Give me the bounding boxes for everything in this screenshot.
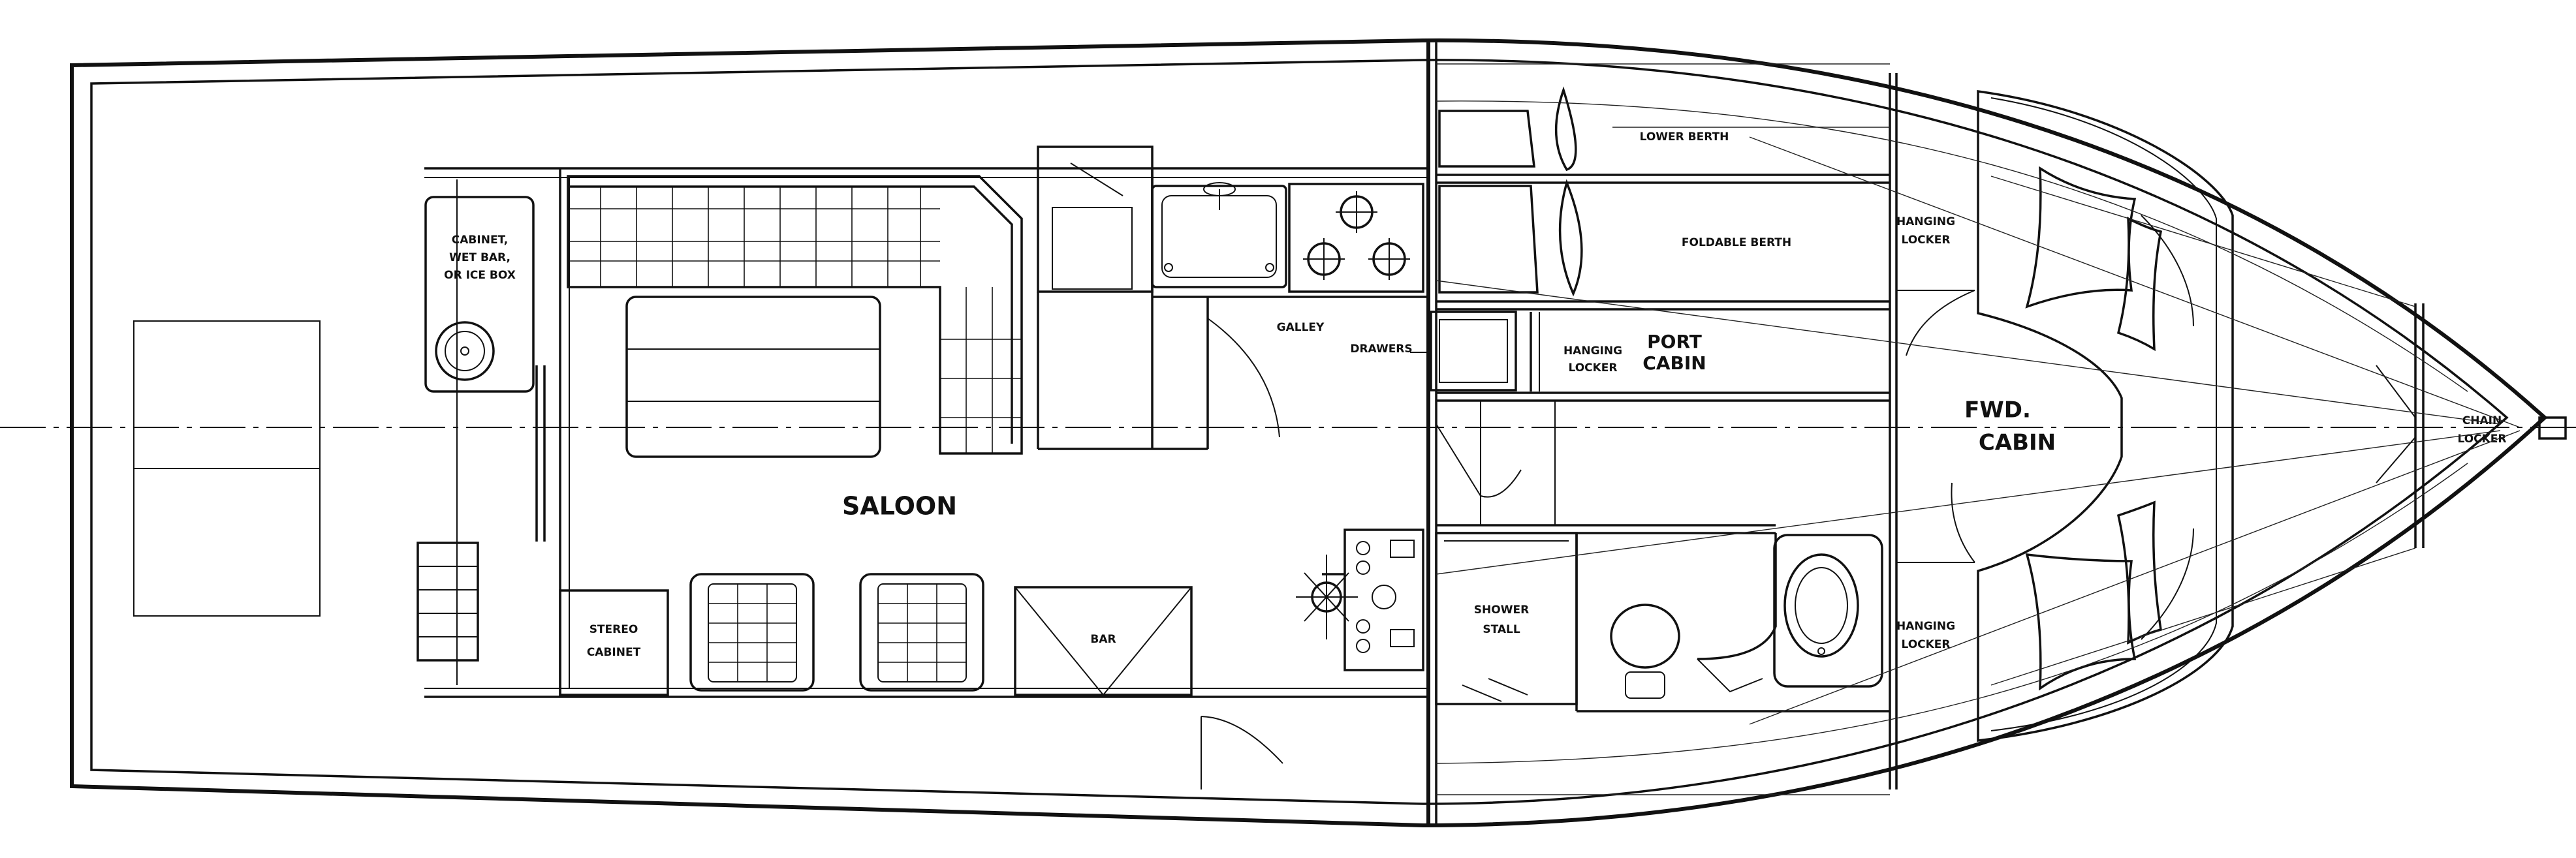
drawers-label: DRAWERS: [1350, 343, 1412, 356]
transom-hatch: [133, 320, 321, 617]
fwd-pillow-top-1: [2025, 166, 2137, 309]
chain-locker-label-1: CHAIN: [2462, 414, 2502, 427]
fwd-pillow-bottom-2: [2116, 500, 2162, 645]
settee-dinette: [567, 175, 1023, 458]
foldable-berth-label: FOLDABLE BERTH: [1682, 236, 1791, 249]
port-cabin-label-1: PORT: [1647, 331, 1702, 352]
cabinet-label-1: CABINET,: [452, 234, 508, 247]
lower-berth-label: LOWER BERTH: [1640, 130, 1729, 144]
hanging-locker-bottom-label-1: HANGING: [1896, 620, 1955, 633]
cabinet-wet-bar: CABINET, WET BAR, OR ICE BOX: [424, 196, 535, 393]
hanging-locker-port: [1530, 312, 1540, 391]
range-unit: [1322, 529, 1424, 671]
port-cabin-label-2: CABIN: [1642, 352, 1706, 374]
hanging-locker-port-label-2: LOCKER: [1568, 361, 1617, 375]
aft-steps: [416, 542, 479, 662]
hanging-locker-top: HANGING LOCKER: [1896, 215, 1955, 247]
head-compartment: [1575, 533, 1890, 712]
chain-locker: [2376, 365, 2567, 483]
saloon-label: SALOON: [842, 492, 957, 521]
aft-bulkhead-door: [424, 167, 1428, 698]
shower-label-1: SHOWER: [1474, 604, 1529, 617]
v-berth: [1977, 89, 2234, 742]
hanging-locker-bottom: HANGING LOCKER: [1896, 620, 1955, 651]
cabinet-label-2: WET BAR,: [449, 251, 510, 264]
hanging-locker-bottom-label-2: LOCKER: [1901, 638, 1950, 651]
fwd-cabin-doors: [1896, 290, 1975, 563]
fwd-pillow-top-2: [2116, 217, 2163, 352]
bar-label: BAR: [1090, 633, 1116, 646]
shower-stall: SHOWER STALL: [1435, 532, 1578, 705]
cabinet-label-3: OR ICE BOX: [444, 269, 516, 282]
lounge-chair-2: [859, 573, 984, 692]
sheer-lines: [1436, 100, 2521, 764]
galley-stove: [1288, 183, 1424, 293]
fwd-cabin-label-1: FWD.: [1964, 397, 2031, 423]
lounge-chair-1: [689, 573, 815, 692]
fwd-pillow-bottom-1: [2025, 553, 2137, 691]
galley-sink: [1151, 182, 1287, 288]
port-cabin-berths: [1436, 127, 1890, 402]
galley-door-swing: [1207, 318, 1280, 438]
hanging-locker-port-label-1: HANGING: [1563, 345, 1622, 358]
fwd-cabin-label-2: CABIN: [1979, 430, 2056, 456]
stereo-label-2: CABINET: [587, 646, 641, 659]
galley-label: GALLEY: [1277, 321, 1325, 334]
pillow-lower: [1438, 179, 1583, 297]
hanging-locker-top-label-1: HANGING: [1896, 215, 1955, 228]
head-sink: [1773, 534, 1883, 688]
companionway: [1436, 401, 1776, 534]
stereo-cabinet: STEREO CABINET: [559, 589, 669, 696]
drawers-unit: [1410, 311, 1517, 391]
shower-label-2: STALL: [1483, 623, 1520, 636]
chain-locker-label-2: LOCKER: [2457, 433, 2506, 446]
bar-cabinet: BAR: [1014, 586, 1193, 696]
stereo-label-1: STEREO: [589, 623, 638, 636]
helm-wheel: [1296, 555, 1358, 639]
hanging-locker-top-label-2: LOCKER: [1901, 234, 1950, 247]
pillow-upper: [1438, 86, 1577, 172]
saloon-door-swing: [1201, 716, 1283, 789]
